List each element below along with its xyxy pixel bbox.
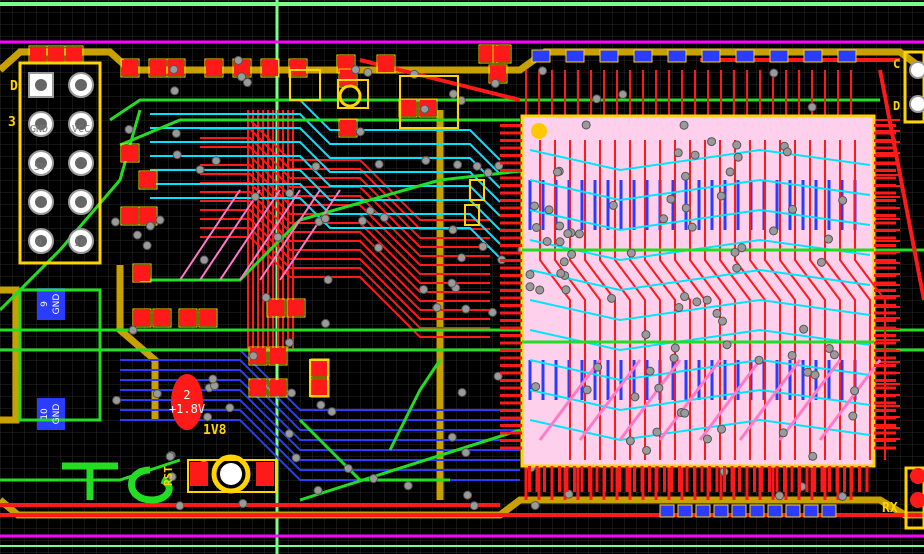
pad-9-number: 9	[40, 301, 50, 307]
rx-label: RX	[882, 501, 898, 516]
rx-connector	[904, 466, 924, 530]
pad-10-gnd: GND	[52, 404, 62, 425]
pin-label-9: 9	[36, 238, 42, 249]
main-ic-footprint	[500, 114, 896, 492]
right-top-connector	[903, 50, 924, 124]
voltage-regulator	[171, 374, 203, 430]
gnd-pad-10	[37, 398, 65, 430]
rail-label-1v8: 1V8	[203, 423, 227, 438]
regulator-number: 2	[183, 388, 190, 402]
pad-9-gnd: GND	[52, 294, 62, 315]
right-label-c: C	[893, 57, 900, 71]
right-label-d: D	[893, 99, 900, 113]
pin1-marker	[531, 123, 547, 139]
pin-label-vcc: VCC	[72, 124, 90, 135]
header-label-d: D	[10, 79, 18, 94]
pin-label-5v: 5V	[34, 162, 46, 173]
gnd-pad-9	[37, 288, 65, 320]
pin-label-gnd: GND	[30, 124, 48, 135]
regulator-voltage: +1.8V	[169, 402, 205, 416]
pad-10-number: 10	[40, 408, 50, 420]
rst-label: RST	[162, 466, 175, 486]
pin-label-10: 10	[74, 238, 86, 249]
header-label-3: 3	[8, 115, 16, 130]
pin-header	[18, 61, 102, 265]
logo-icon	[62, 462, 173, 504]
reset-button-icon	[187, 454, 277, 494]
